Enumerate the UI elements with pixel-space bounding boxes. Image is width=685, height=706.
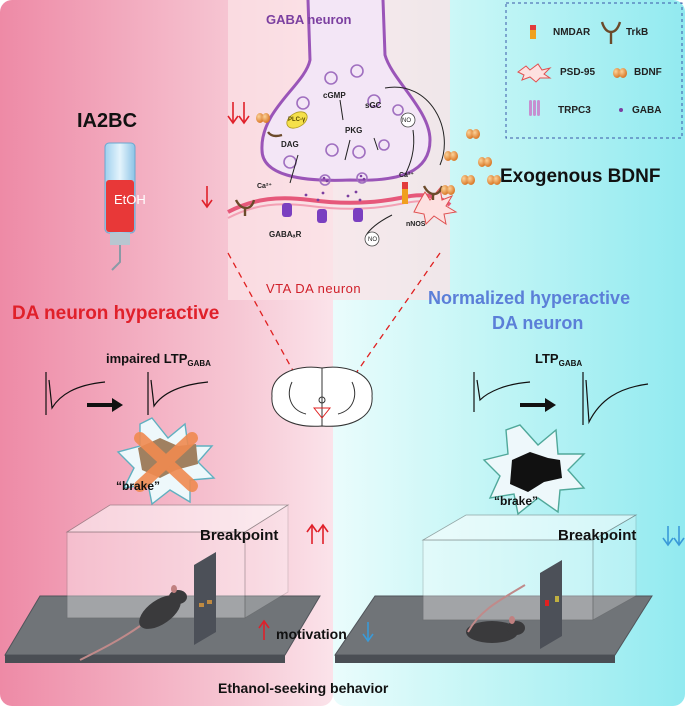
ipsc-trace-right-before (473, 372, 531, 412)
no-bottom-marker (364, 231, 380, 247)
normalized-label-line2: DA neuron (492, 313, 584, 333)
trpc3-legend-icon (529, 100, 540, 116)
trkb-legend-icon (600, 21, 622, 44)
gaba-neuron-label: GABA neuron (266, 12, 352, 27)
cross-icon (134, 432, 198, 492)
etoh-label: EtOH (114, 192, 146, 207)
breakpoint-right-label: Breakpoint (558, 527, 637, 544)
no-top-label: NO (402, 118, 411, 124)
ltp-label: LTPGABA (535, 351, 583, 368)
gabaa-receptors (282, 203, 363, 223)
down-arrows-icon (662, 526, 685, 547)
trkb-post-right-icon (422, 185, 444, 200)
cgmp-label: cGMP (323, 91, 346, 100)
sgc-label: sGC (365, 101, 382, 110)
gaba-terminal (260, 0, 432, 182)
trkb-presynaptic-icon (267, 131, 283, 138)
nmdar-post-icon (402, 182, 408, 204)
gaba-dots-cleft (304, 190, 362, 202)
rat-right-icon (466, 584, 526, 643)
impaired-ltp-label: impaired LTPGABA (106, 351, 211, 368)
legend-nmdar: NMDAR (553, 27, 591, 38)
brake-icon-right (510, 452, 562, 492)
legend-trpc3: TRPC3 (558, 105, 591, 116)
da-neuron-hyperactive-label: DA neuron hyperactive (12, 303, 220, 324)
red-down-arrows-pre (227, 102, 250, 125)
bdnf-near-plc-icon (256, 113, 270, 123)
motivation-down-arrow-icon (362, 622, 374, 643)
plc-label: PLC-γ (288, 117, 306, 123)
legend-trkb: TrkB (626, 27, 649, 38)
plc-gamma-icon (286, 111, 308, 129)
bdnf-legend-icon (613, 68, 627, 78)
vta-da-neuron-label: VTA DA neuron (266, 281, 362, 296)
normalized-label-line1: Normalized hyperactive (428, 288, 631, 308)
etoh-bottle-icon (104, 142, 136, 271)
motivation-label: motivation (276, 626, 347, 642)
ipsc-trace-left-after (147, 372, 209, 415)
arrow-right-ltp (520, 398, 556, 412)
red-down-arrow-post (201, 186, 213, 209)
arrow-left-ltp (87, 398, 123, 412)
breakpoint-left-label: Breakpoint (200, 527, 279, 544)
legend-bdnf: BDNF (634, 67, 662, 78)
vesicle-dots (322, 174, 366, 183)
nmdar-legend-icon (530, 25, 536, 39)
nnos-label: nNOS (406, 221, 426, 228)
no-top-marker (400, 112, 416, 128)
operant-chamber-left-icon (4, 504, 321, 663)
trkb-post-left-icon (234, 199, 256, 216)
legend-gaba: GABA (632, 105, 662, 116)
psd95-legend-icon (517, 63, 552, 83)
motivation-up-arrow-icon (258, 619, 270, 640)
dag-label: DAG (281, 140, 299, 149)
pkg-label: PKG (345, 126, 363, 135)
up-arrows-icon (306, 523, 329, 544)
synaptic-vesicles (283, 64, 404, 186)
brain-slice-icon (271, 366, 373, 427)
gabaar-label: GABAₐR (269, 230, 302, 239)
ipsc-trace-left-before (45, 372, 106, 415)
rat-left-icon (79, 585, 187, 661)
exogenous-bdnf-label: Exogenous BDNF (500, 166, 661, 187)
exogenous-bdnf-icons (441, 129, 501, 195)
ethanol-seeking-label: Ethanol-seeking behavior (218, 680, 389, 696)
brake-right-label: “brake” (494, 494, 539, 508)
legend-psd95: PSD-95 (560, 67, 596, 78)
calcium-right-label: Ca²⁺ (399, 172, 414, 179)
no-bottom-label: NO (368, 237, 377, 243)
gaba-legend-icon (619, 108, 623, 112)
ia2bc-label: IA2BC (77, 110, 138, 132)
calcium-left-label: Ca²⁺ (257, 183, 272, 190)
ipsc-trace-right-after (582, 372, 649, 425)
legend-box (505, 2, 683, 139)
brake-left-label: “brake” (116, 479, 161, 493)
